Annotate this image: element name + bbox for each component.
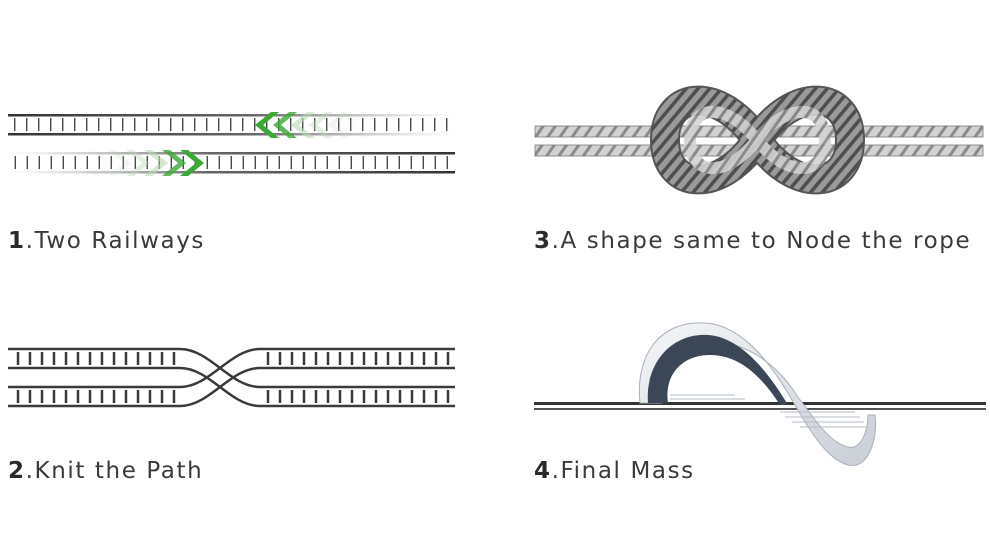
chevron-arrow-icon [162,150,186,176]
chevron-arrow-icon [345,112,369,138]
chevron-arrow-icon [327,112,351,138]
chevron-arrow-icon [309,112,333,138]
step-2-number: 2 [8,458,26,484]
panel-rope-knot: 3.A shape same to Node the rope [530,0,990,270]
chevron-arrow-icon [108,150,132,176]
step-2-caption: 2.Knit the Path [8,458,204,484]
bottom-railway [8,152,455,174]
chevron-arrow-icon [255,112,279,138]
panel-knit-the-path: 2.Knit the Path [0,300,480,530]
step-3-label: A shape same to Node the rope [560,228,972,254]
knitted-railway-icon [8,347,455,408]
chevron-arrow-icon [273,112,297,138]
top-railway [8,114,455,136]
step-4-number: 4 [534,458,552,484]
left-chevron-arrows [255,112,369,138]
step-1-number: 1 [8,228,26,254]
chevron-arrow-icon [126,150,150,176]
panel-two-railways: 1.Two Railways [0,0,480,270]
chevron-arrow-icon [90,150,114,176]
step-3-caption: 3.A shape same to Node the rope [534,228,972,254]
right-chevron-arrows [90,150,204,176]
chevron-arrow-icon [144,150,168,176]
step-2-label: Knit the Path [34,458,204,484]
chevron-arrow-icon [291,112,315,138]
railway-tracks-icon [8,112,455,176]
step-4-label: Final Mass [560,458,695,484]
step-3-number: 3 [534,228,552,254]
step-1-label: Two Railways [34,228,206,254]
panel-final-mass: 4.Final Mass [530,300,990,530]
rope-knot-icon [534,85,984,195]
chevron-arrow-icon [180,150,204,176]
step-4-caption: 4.Final Mass [534,458,695,484]
step-1-caption: 1.Two Railways [8,228,206,254]
building-mass-icon [534,322,986,466]
